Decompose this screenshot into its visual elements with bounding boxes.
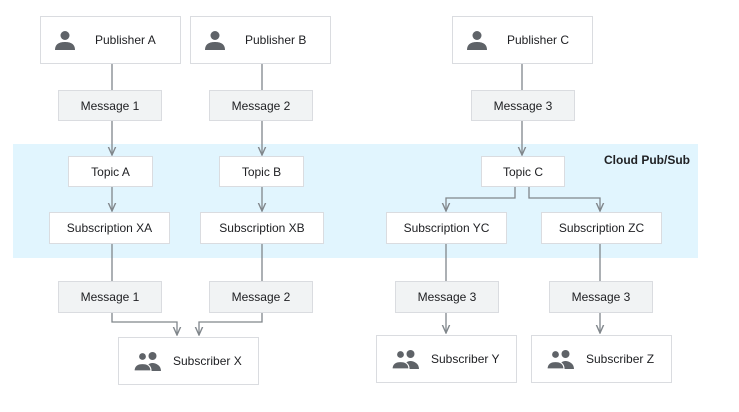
- person-icon: [55, 31, 75, 50]
- person-icon: [467, 31, 487, 50]
- publisher-c: Publisher C: [452, 16, 593, 64]
- subscriber-z: Subscriber Z: [531, 335, 672, 383]
- subscriber-y: Subscriber Y: [376, 335, 517, 383]
- arrow-msg2-subscriberX: [199, 313, 263, 335]
- publisher-label: Publisher A: [95, 33, 156, 47]
- message-3-delivered-z: Message 3: [549, 281, 653, 313]
- topic-c: Topic C: [481, 156, 565, 187]
- publisher-a: Publisher A: [40, 16, 181, 64]
- topic-a: Topic A: [68, 156, 153, 187]
- subscription-zc: Subscription ZC: [541, 212, 662, 244]
- arrow-topicC-subZC: [528, 187, 600, 211]
- subscription-xa: Subscription XA: [49, 212, 170, 244]
- message-3-delivered-y: Message 3: [395, 281, 499, 313]
- cloud-pubsub-label: Cloud Pub/Sub: [604, 153, 690, 167]
- group-icon: [391, 349, 419, 370]
- subscription-yc: Subscription YC: [386, 212, 507, 244]
- subscription-xb: Subscription XB: [200, 212, 324, 244]
- subscriber-x: Subscriber X: [118, 337, 259, 385]
- topic-b: Topic B: [219, 156, 304, 187]
- message-3-published: Message 3: [471, 90, 575, 121]
- person-icon: [205, 31, 225, 50]
- message-1-delivered: Message 1: [58, 281, 162, 313]
- group-icon: [546, 349, 574, 370]
- message-1-published: Message 1: [58, 90, 162, 121]
- subscriber-label: Subscriber Y: [431, 352, 500, 366]
- group-icon: [133, 351, 161, 372]
- subscriber-label: Subscriber X: [173, 354, 242, 368]
- publisher-label: Publisher B: [245, 33, 307, 47]
- publisher-b: Publisher B: [190, 16, 331, 64]
- message-2-published: Message 2: [209, 90, 313, 121]
- arrow-topicC-subYC: [446, 187, 516, 211]
- publisher-label: Publisher C: [507, 33, 570, 47]
- arrow-msg1-subscriberX: [111, 313, 177, 335]
- subscriber-label: Subscriber Z: [586, 352, 655, 366]
- message-2-delivered: Message 2: [209, 281, 313, 313]
